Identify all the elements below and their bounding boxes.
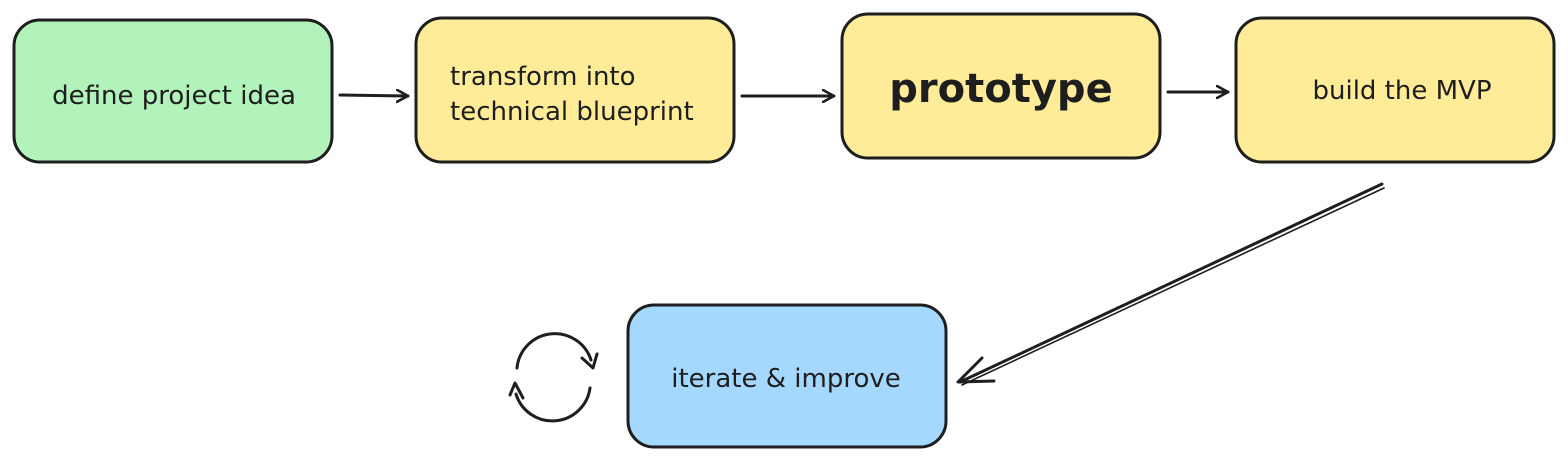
arrow-mvp-to-iterate-second-stroke — [961, 187, 1385, 386]
node-box — [1234, 16, 1556, 164]
node-build-mvp[interactable]: build the MVP — [1234, 16, 1556, 164]
node-box — [626, 303, 948, 449]
node-technical-blueprint[interactable]: transform into technical blueprint — [414, 16, 736, 164]
node-box — [12, 18, 334, 164]
node-label: prototype — [889, 66, 1112, 112]
node-iterate-improve[interactable]: iterate & improve — [626, 303, 948, 449]
arrowhead-iterate — [956, 356, 996, 384]
node-label: iterate & improve — [671, 364, 901, 394]
node-define-project-idea[interactable]: define project idea — [12, 18, 334, 164]
arrow-mvp-to-iterate — [958, 182, 1384, 384]
arrow-define-to-blueprint — [338, 95, 410, 96]
node-box — [840, 12, 1162, 160]
node-box — [414, 16, 736, 164]
node-label-line-2: technical blueprint — [450, 97, 694, 127]
node-prototype[interactable]: prototype — [840, 12, 1162, 160]
node-label: define project idea — [52, 81, 296, 111]
node-label-line-1: transform into — [450, 62, 636, 92]
refresh-cycle-icon — [508, 332, 599, 423]
node-label: build the MVP — [1312, 76, 1491, 106]
